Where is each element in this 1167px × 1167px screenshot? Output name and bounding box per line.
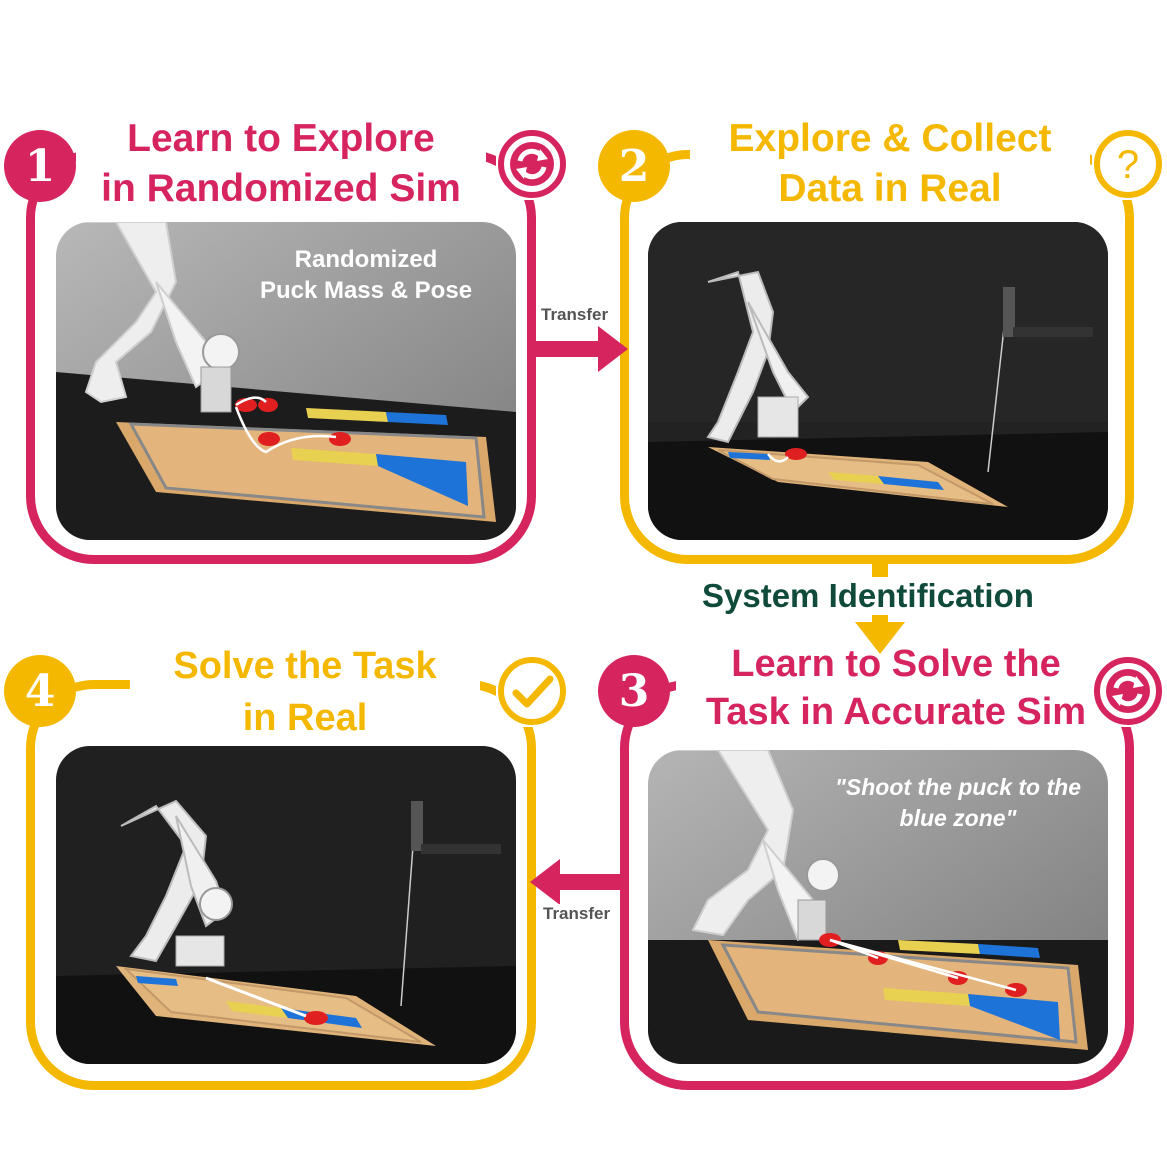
step-3-number-badge: 3 — [598, 655, 670, 727]
step-1-title-line2: in Randomized Sim — [101, 167, 461, 210]
svg-text:?: ? — [1117, 143, 1139, 187]
step-1-number-badge: 1 — [4, 130, 76, 202]
transfer-arrow-top — [534, 326, 628, 372]
system-identification-label: System Identification — [698, 577, 1038, 615]
step-1-number: 1 — [24, 140, 56, 192]
step-1-title: Learn to Explore in Randomized Sim — [76, 114, 486, 214]
step-3-title: Learn to Solve the Task in Accurate Sim — [676, 640, 1116, 736]
transfer-label-bottom: Transfer — [543, 904, 611, 924]
step-3-title-line1: Learn to Solve the — [731, 643, 1061, 685]
step-3-number: 3 — [618, 665, 650, 717]
refresh-cycle-icon — [1092, 655, 1164, 727]
step-4-title-line1: Solve the Task — [173, 645, 437, 687]
step-1-title-line1: Learn to Explore — [127, 117, 435, 160]
step-4-number-badge: 4 — [4, 655, 76, 727]
step-2-real-image — [648, 222, 1108, 540]
checkmark-icon — [496, 655, 568, 727]
step-4-real-image — [56, 746, 516, 1064]
step-2-title-line1: Explore & Collect — [728, 117, 1052, 160]
step-1-sim-image: Randomized Puck Mass & Pose — [56, 222, 516, 540]
step-1-overlay-line1: Randomized — [294, 246, 438, 273]
step-4-title-line2: in Real — [242, 697, 368, 739]
question-mark-icon: ? — [1092, 128, 1164, 200]
step-2-number-badge: 2 — [598, 130, 670, 202]
step-2-number: 2 — [618, 140, 650, 192]
step-3-title-line2: Task in Accurate Sim — [705, 691, 1087, 733]
step-2-title-line2: Data in Real — [778, 167, 1002, 210]
step-2-title: Explore & Collect Data in Real — [690, 114, 1090, 214]
refresh-cycle-icon — [496, 128, 568, 200]
step-1-overlay-line2: Puck Mass & Pose — [259, 277, 473, 304]
step-4-title: Solve the Task in Real — [130, 640, 480, 744]
transfer-arrow-bottom — [530, 859, 624, 905]
step-3-overlay-line1: "Shoot the puck to the — [834, 774, 1081, 800]
step-3-overlay-line2: blue zone" — [899, 805, 1017, 831]
transfer-label-top: Transfer — [541, 305, 609, 325]
step-3-sim-image: "Shoot the puck to the blue zone" — [648, 750, 1108, 1064]
step-4-number: 4 — [24, 665, 56, 717]
